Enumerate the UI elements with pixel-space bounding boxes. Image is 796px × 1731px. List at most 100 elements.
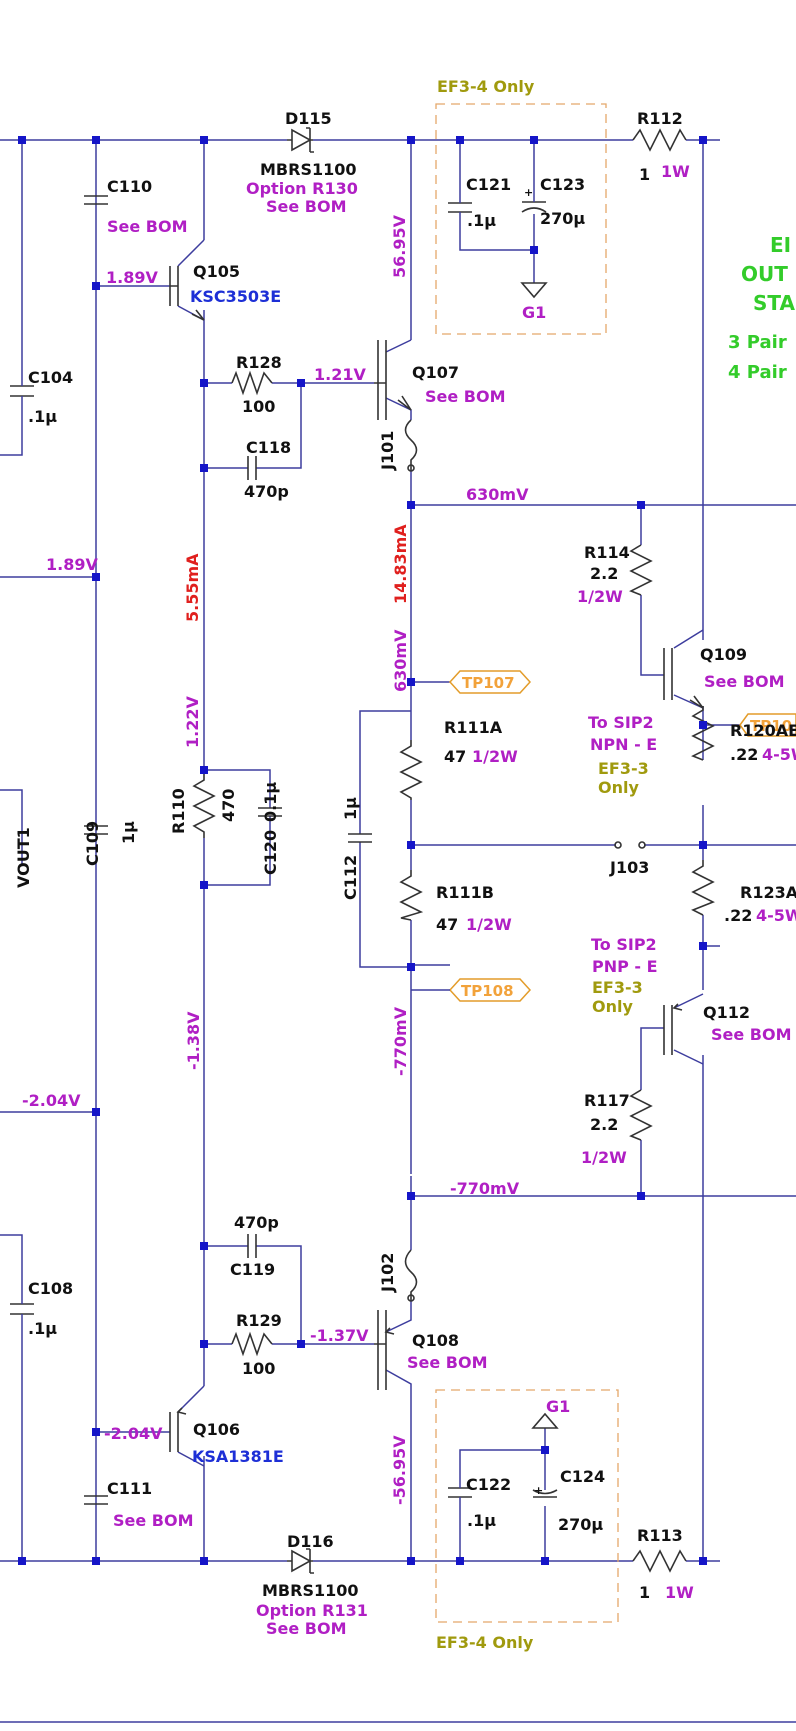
r110-ref: R110 bbox=[169, 788, 188, 834]
r117-power: 1/2W bbox=[581, 1148, 627, 1167]
c123-plus: + bbox=[524, 186, 533, 199]
r113-power: 1W bbox=[665, 1583, 694, 1602]
c104-value: .1µ bbox=[28, 407, 57, 426]
title-line-1: EI bbox=[770, 233, 791, 257]
c120-ref: C120 bbox=[261, 830, 280, 875]
tp107-tag bbox=[448, 670, 532, 694]
q107-ref: Q107 bbox=[412, 363, 459, 382]
bias-n204v: -2.04V bbox=[22, 1091, 81, 1110]
r128-ref: R128 bbox=[236, 353, 282, 372]
sip-pnp-line1: To SIP2 bbox=[591, 935, 657, 954]
j102-label: J102 bbox=[378, 1253, 397, 1293]
node-122v: 1.22V bbox=[183, 696, 202, 748]
sip-npn-line2: NPN - E bbox=[590, 735, 657, 754]
c118-ref: C118 bbox=[246, 438, 291, 457]
r114-power: 1/2W bbox=[577, 587, 623, 606]
r128-value: 100 bbox=[242, 397, 275, 416]
r117-value: 2.2 bbox=[590, 1115, 618, 1134]
d115-bom: See BOM bbox=[266, 197, 347, 216]
r111a-value: 47 bbox=[444, 747, 466, 766]
c119-ref: C119 bbox=[230, 1260, 275, 1279]
ef3-4-label-bottom: EF3-4 Only bbox=[436, 1633, 534, 1652]
c123-value: 270µ bbox=[540, 209, 585, 228]
g1-top: G1 bbox=[522, 303, 546, 322]
c112-value: 1µ bbox=[341, 797, 360, 820]
q105-base-voltage: 1.89V bbox=[106, 268, 158, 287]
r120-power: 4-5W bbox=[762, 745, 796, 764]
q107-bom: See BOM bbox=[425, 387, 506, 406]
q109-ref: Q109 bbox=[700, 645, 747, 664]
c118-value: 470p bbox=[244, 482, 289, 501]
r129-value: 100 bbox=[242, 1359, 275, 1378]
ef3-4-label-top: EF3-4 Only bbox=[437, 77, 535, 96]
q105-part: KSC3503E bbox=[190, 287, 281, 306]
q106-part: KSA1381E bbox=[192, 1447, 284, 1466]
transistors bbox=[169, 266, 704, 1452]
ground-symbol bbox=[531, 1412, 559, 1429]
r111a-ref: R111A bbox=[444, 718, 503, 737]
d116-diode bbox=[287, 1548, 314, 1574]
q106-base-voltage: -2.04V bbox=[104, 1424, 163, 1443]
r120-value: .22 bbox=[730, 745, 758, 764]
ef3-4-option-box-top bbox=[435, 103, 607, 335]
r111b-ref: R111B bbox=[436, 883, 494, 902]
r117-ref: R117 bbox=[584, 1091, 630, 1110]
pairs-4-label: 4 Pair bbox=[728, 362, 787, 383]
c111-ref: C111 bbox=[107, 1479, 152, 1498]
c123-ref: C123 bbox=[540, 175, 585, 194]
q108-bom: See BOM bbox=[407, 1353, 488, 1372]
r111b-value: 47 bbox=[436, 915, 458, 934]
q108-base-voltage: -1.37V bbox=[310, 1326, 369, 1345]
d115-diode bbox=[287, 127, 314, 153]
c122-ref: C122 bbox=[466, 1475, 511, 1494]
c108-value: .1µ bbox=[28, 1319, 57, 1338]
current-555ma: 5.55mA bbox=[183, 553, 202, 622]
r113-resistor bbox=[632, 1549, 687, 1573]
current-1483ma: 14.83mA bbox=[391, 524, 410, 604]
d115-option: Option R130 bbox=[246, 179, 358, 198]
q109-bom: See BOM bbox=[704, 672, 785, 691]
c121-ref: C121 bbox=[466, 175, 511, 194]
sip-pnp-line2: PNP - E bbox=[592, 957, 658, 976]
r113-ref: R113 bbox=[637, 1526, 683, 1545]
q106-ref: Q106 bbox=[193, 1420, 240, 1439]
r110-value: 470 bbox=[219, 789, 238, 822]
jumpers bbox=[404, 419, 646, 1302]
tp108-voltage: -770mV bbox=[391, 1006, 410, 1076]
node-n138v: -1.38V bbox=[184, 1011, 203, 1070]
resistors bbox=[192, 370, 715, 1357]
r129-ref: R129 bbox=[236, 1311, 282, 1330]
sip-pnp-line3: EF3-3 bbox=[592, 978, 643, 997]
q107-base-voltage: 1.21V bbox=[314, 365, 366, 384]
c111-value: See BOM bbox=[113, 1511, 194, 1530]
r120-ref: R120AE bbox=[730, 721, 796, 740]
d116-option: Option R131 bbox=[256, 1601, 368, 1620]
c108-ref: C108 bbox=[28, 1279, 73, 1298]
c124-ref: C124 bbox=[560, 1467, 605, 1486]
r112-resistor bbox=[632, 128, 687, 152]
c121-value: .1µ bbox=[467, 211, 496, 230]
c112-ref: C112 bbox=[341, 855, 360, 900]
q108-collector-voltage: -56.95V bbox=[390, 1435, 409, 1505]
sip-pnp-line4: Only bbox=[592, 997, 633, 1016]
c110-ref: C110 bbox=[107, 177, 152, 196]
d116-ref: D116 bbox=[287, 1532, 334, 1551]
d115-ref: D115 bbox=[285, 109, 332, 128]
c124-value: 270µ bbox=[558, 1515, 603, 1534]
c124-plus: + bbox=[534, 1484, 543, 1497]
c119-value: 470p bbox=[234, 1213, 279, 1232]
tp108-label: TP108 bbox=[461, 982, 514, 1000]
r123-power: 4-5W bbox=[756, 906, 796, 925]
output-630mv: 630mV bbox=[466, 485, 529, 504]
bias-189v: 1.89V bbox=[46, 555, 98, 574]
r114-ref: R114 bbox=[584, 543, 630, 562]
ef3-4-option-box-bottom bbox=[435, 1389, 619, 1623]
c109-value: 1µ bbox=[119, 821, 138, 844]
c110-value: See BOM bbox=[107, 217, 188, 236]
j103-label: J103 bbox=[609, 858, 649, 877]
sip-npn-line3: EF3-3 bbox=[598, 759, 649, 778]
r112-ref: R112 bbox=[637, 109, 683, 128]
sip-npn-line4: Only bbox=[598, 778, 639, 797]
r123-ref: R123A bbox=[740, 883, 796, 902]
q112-ref: Q112 bbox=[703, 1003, 750, 1022]
